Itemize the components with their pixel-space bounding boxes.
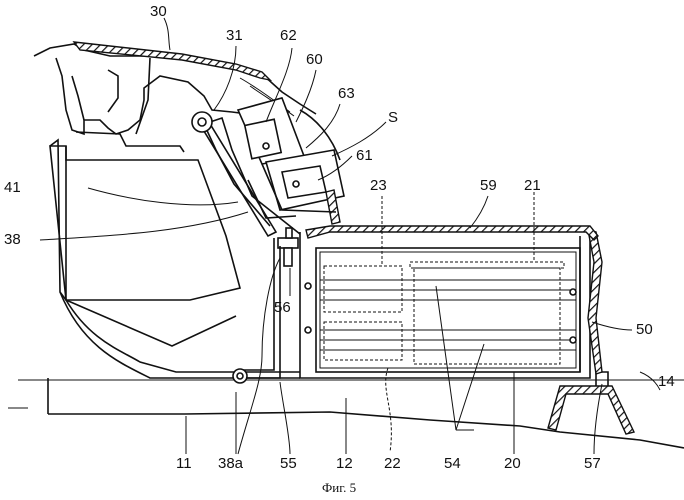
battery-case-20 <box>316 248 580 372</box>
label-14: 14 <box>658 373 675 390</box>
label-38: 38 <box>4 231 21 248</box>
label-61: 61 <box>356 147 373 164</box>
label-30: 30 <box>150 3 167 20</box>
label-31: 31 <box>226 27 243 44</box>
label-63: 63 <box>338 85 355 102</box>
label-62: 62 <box>280 27 297 44</box>
label-57: 57 <box>584 455 601 472</box>
label-56: 56 <box>274 299 291 316</box>
reference-numerals: 30 31 62 60 63 S 61 23 21 59 41 38 56 50… <box>4 3 675 472</box>
label-S: S <box>388 109 398 126</box>
frame-55 <box>233 238 280 383</box>
seat-lower-shell <box>60 292 300 378</box>
label-38a: 38a <box>218 455 244 472</box>
seat-base-41 <box>50 140 240 346</box>
top-cover-59 <box>306 226 598 240</box>
label-60: 60 <box>306 51 323 68</box>
bolts <box>305 283 576 343</box>
label-20: 20 <box>504 455 521 472</box>
label-11: 11 <box>176 455 192 472</box>
support-bracket-14 <box>548 372 634 434</box>
label-55: 55 <box>280 455 297 472</box>
label-59: 59 <box>480 177 497 194</box>
figure-caption: Фиг. 5 <box>322 480 356 495</box>
label-12: 12 <box>336 455 353 472</box>
label-50: 50 <box>636 321 653 338</box>
label-23: 23 <box>370 177 387 194</box>
label-22: 22 <box>384 455 401 472</box>
pivot-31 <box>192 112 212 132</box>
bracket-56 <box>278 228 298 266</box>
label-41: 41 <box>4 179 21 196</box>
label-21: 21 <box>524 177 541 194</box>
label-54: 54 <box>444 455 461 472</box>
